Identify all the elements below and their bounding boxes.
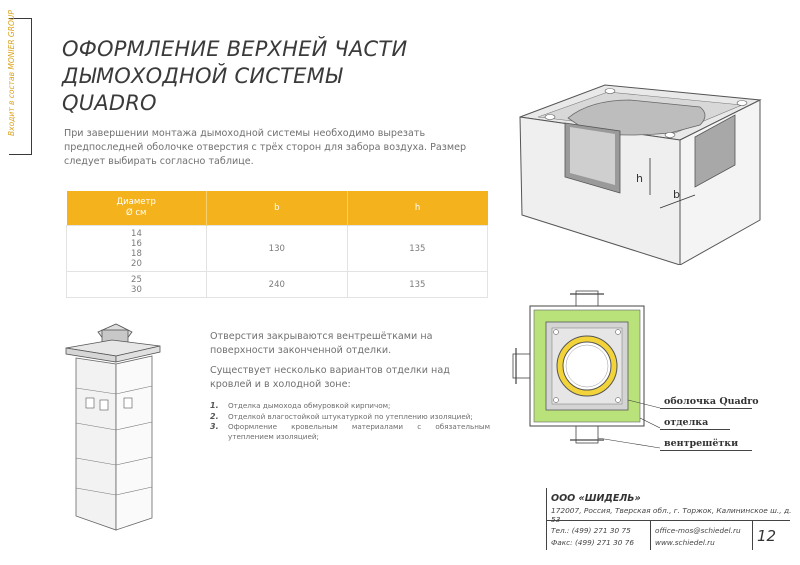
page-number: 12 — [757, 527, 777, 545]
table-row: 25 30 240 135 — [66, 271, 489, 298]
diameter-value: 25 — [131, 274, 142, 285]
title-line-1: ОФОРМЛЕНИЕ ВЕРХНЕЙ ЧАСТИ — [62, 37, 408, 61]
footer-divider — [650, 521, 651, 550]
fax: Факс: (499) 271 30 76 — [551, 538, 635, 547]
list-item-number: 3. — [210, 422, 219, 431]
list-item: 2. Отделкой влагостойкой штукатуркой по у… — [210, 412, 490, 422]
diameter-value: 14 — [131, 228, 142, 239]
table-row: 14 16 18 20 130 135 — [66, 225, 489, 272]
paragraph-options: Существует несколько вариантов отделки н… — [210, 365, 450, 390]
label-finish: отделка — [664, 417, 709, 428]
list-item-number: 1. — [210, 401, 219, 410]
diameter-value: 30 — [131, 284, 142, 295]
side-tab-text: Входит в состав MONIER GROUP — [7, 10, 16, 136]
finish-options-list: 1.Отделка дымохода обмуровкой кирпичом; … — [210, 401, 490, 442]
page-title: ОФОРМЛЕНИЕ ВЕРХНЕЙ ЧАСТИ ДЫМОХОДНОЙ СИСТ… — [62, 36, 442, 117]
cell-diameters: 25 30 — [66, 271, 207, 298]
cell-b: 130 — [205, 225, 348, 272]
diameter-value: 18 — [131, 248, 142, 259]
footer-divider — [546, 520, 790, 521]
diameter-value: 20 — [131, 258, 142, 269]
list-item: 3. Оформление кровельным материалами с об… — [210, 422, 490, 441]
list-item-text: Отделкой влагостойкой штукатуркой по уте… — [228, 411, 473, 421]
footer-divider — [752, 521, 753, 550]
title-line-2: ДЫМОХОДНОЙ СИСТЕМЫ QUADRO — [62, 64, 343, 115]
chimney-block-illustration: h b — [519, 84, 762, 265]
header-h: h — [347, 191, 488, 226]
header-diameter-unit: Ø см — [125, 208, 147, 218]
paragraph-vents: Отверстия закрываются вентрешётками на п… — [210, 331, 433, 356]
list-item: 1. Отделка дымохода обмуровкой кирпичом; — [210, 401, 490, 411]
dimension-h-label: h — [636, 172, 643, 185]
header-diameter: Диаметр Ø см — [66, 191, 207, 226]
section-plan-diagram — [512, 290, 660, 449]
cell-h: 135 — [346, 271, 489, 298]
footer-divider — [546, 488, 547, 550]
cell-b: 240 — [205, 271, 348, 298]
list-item-text: Оформление кровельным материалами с обяз… — [228, 422, 490, 441]
company-name: ООО «ШИДЕЛЬ» — [551, 493, 641, 504]
website-link[interactable]: www.schiedel.ru — [655, 538, 715, 547]
list-item-number: 2. — [210, 411, 219, 421]
table-header-row: Диаметр Ø см b h — [66, 191, 488, 226]
side-tab — [9, 18, 32, 155]
list-item-text: Отделка дымохода обмуровкой кирпичом; — [228, 401, 391, 410]
label-shell: оболочка Quadro — [664, 396, 759, 407]
dimension-b-line — [659, 194, 696, 209]
chimney-stack-illustration — [65, 323, 161, 531]
header-diameter-label: Диаметр — [116, 197, 156, 207]
header-b: b — [206, 191, 348, 226]
diameter-value: 16 — [131, 238, 142, 249]
label-vents: вентрешётки — [664, 438, 739, 449]
email-link[interactable]: office-mos@schiedel.ru — [655, 526, 741, 535]
cell-h: 135 — [346, 225, 489, 272]
dimension-b-label: b — [673, 188, 680, 201]
intro-paragraph: При завершении монтажа дымоходной систем… — [64, 128, 467, 167]
hole-size-table: Диаметр Ø см b h 14 16 18 20 130 135 25 … — [66, 191, 489, 298]
company-address: 172007, Россия, Тверская обл., г. Торжок… — [551, 506, 792, 524]
cell-diameters: 14 16 18 20 — [66, 225, 207, 272]
phone: Тел.: (499) 271 30 75 — [551, 526, 631, 535]
